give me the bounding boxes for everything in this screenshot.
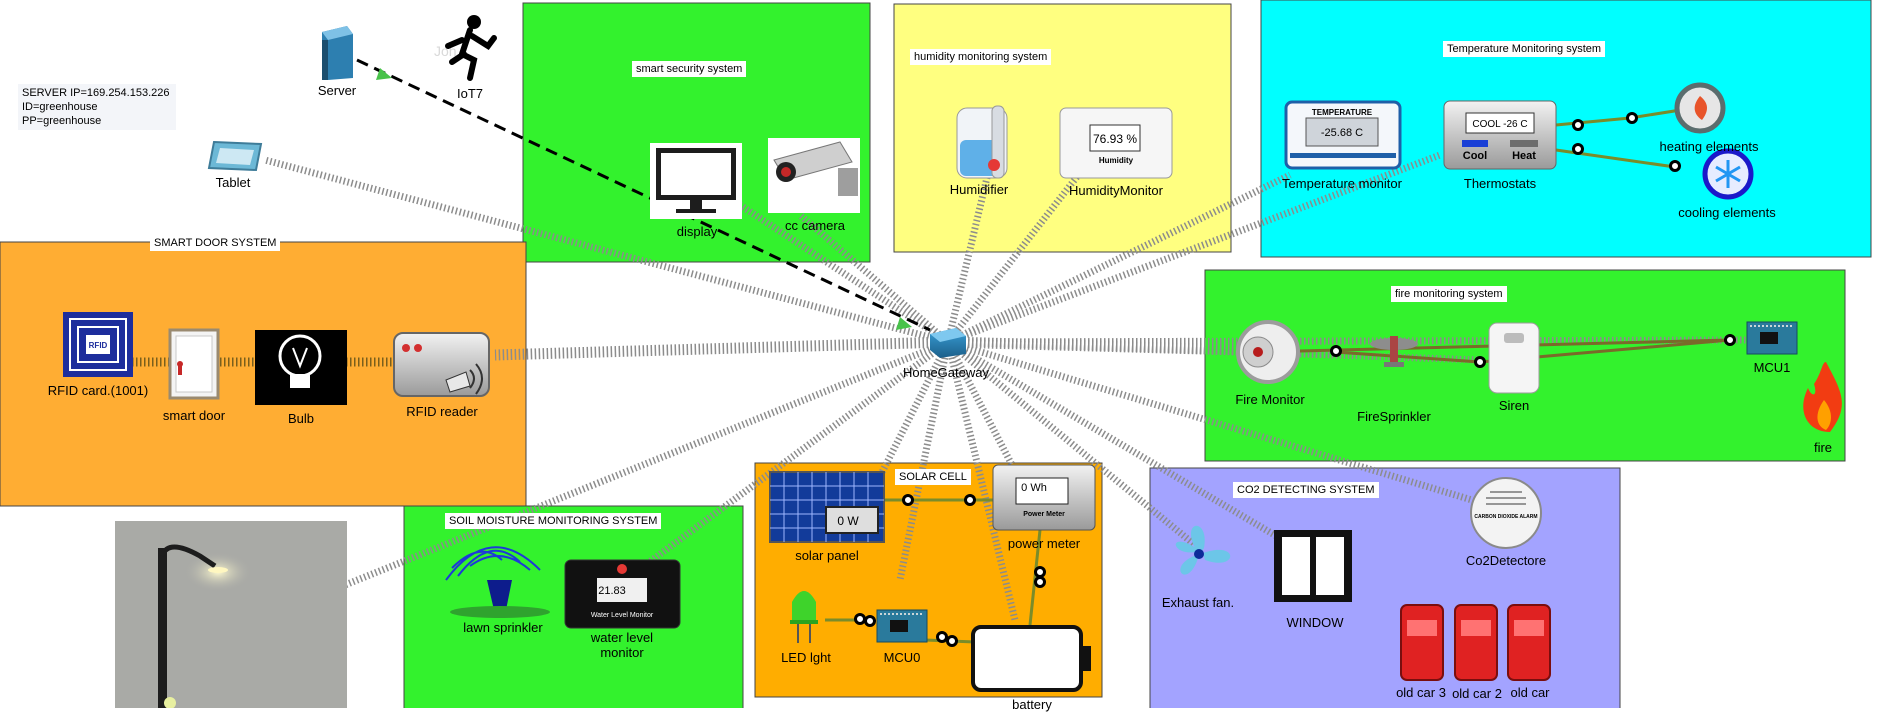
note-line-pp: PP=greenhouse bbox=[22, 115, 102, 127]
iot7-label: IoT7 bbox=[456, 86, 484, 101]
svg-text:Heat: Heat bbox=[1512, 150, 1536, 162]
bulb-label: Bulb bbox=[287, 411, 315, 426]
temperature-monitor-icon[interactable]: TEMPERATURE -25.68 C bbox=[1284, 100, 1402, 170]
rfid-card-label: RFID card.(1001) bbox=[47, 383, 149, 398]
co2-zone-label: CO2 DETECTING SYSTEM bbox=[1233, 482, 1379, 498]
solar-panel-icon[interactable]: 0 W bbox=[769, 471, 885, 543]
bulb-icon[interactable] bbox=[255, 330, 347, 405]
exhaust-fan-icon[interactable] bbox=[1175, 525, 1231, 575]
fire-label: fire bbox=[1813, 440, 1833, 455]
wireless-links bbox=[264, 151, 1761, 621]
cc-camera-label: cc camera bbox=[785, 218, 845, 233]
door-zone-label: SMART DOOR SYSTEM bbox=[150, 235, 281, 251]
iot7-icon[interactable]: Joh bbox=[424, 10, 500, 81]
mcu1-icon[interactable] bbox=[1746, 321, 1798, 355]
tablet-label: Tablet bbox=[215, 175, 251, 190]
rfid-reader-label: RFID reader bbox=[406, 404, 478, 419]
water-level-monitor-icon[interactable]: 21.83 Water Level Monitor bbox=[564, 559, 681, 629]
exhaust-fan-label: Exhaust fan. bbox=[1161, 595, 1235, 610]
fire-sprinkler-label: FireSprinkler bbox=[1357, 409, 1431, 424]
street-lamp-image[interactable] bbox=[115, 521, 347, 708]
power-meter-label: power meter bbox=[1007, 536, 1081, 551]
svg-text:TEMPERATURE: TEMPERATURE bbox=[1312, 108, 1373, 117]
lawn-sprinkler-icon[interactable] bbox=[445, 546, 550, 618]
svg-text:Water Level Monitor: Water Level Monitor bbox=[591, 612, 654, 619]
fire-zone-label: fire monitoring system bbox=[1391, 286, 1507, 302]
old-car-icon[interactable] bbox=[1507, 604, 1551, 681]
note-line-id: ID=greenhouse bbox=[22, 101, 98, 113]
window-icon[interactable] bbox=[1274, 530, 1352, 602]
lawn-sprinkler-label: lawn sprinkler bbox=[463, 620, 543, 635]
power-meter-icon[interactable]: 0 Wh Power Meter bbox=[992, 464, 1096, 531]
fire-sprinkler-icon[interactable] bbox=[1370, 336, 1418, 367]
led-icon[interactable] bbox=[790, 591, 818, 643]
display-label: display bbox=[676, 224, 718, 239]
led-label: LED lght bbox=[781, 650, 831, 665]
svg-text:Power Meter: Power Meter bbox=[1023, 511, 1065, 518]
co2-detector-label: Co2Detectore bbox=[1465, 553, 1547, 568]
heating-element-icon[interactable] bbox=[1674, 82, 1726, 134]
home-gateway-icon[interactable] bbox=[930, 328, 966, 358]
siren-icon[interactable] bbox=[1488, 322, 1540, 394]
old-car-2-icon[interactable] bbox=[1454, 604, 1498, 681]
humidifier-icon[interactable] bbox=[956, 105, 1008, 179]
humidity-monitor-label: HumidityMonitor bbox=[1069, 183, 1163, 198]
display-icon[interactable] bbox=[650, 143, 742, 219]
thermostats-label: Thermostats bbox=[1463, 176, 1537, 191]
svg-text:Cool: Cool bbox=[1463, 150, 1487, 162]
temperature-monitor-label: Temperature monitor bbox=[1282, 176, 1402, 191]
server-config-note: SERVER IP=169.254.153.226 ID=greenhouse … bbox=[18, 84, 176, 130]
water-level-monitor-label: water level monitor bbox=[590, 630, 654, 660]
window-label: WINDOW bbox=[1286, 615, 1344, 630]
fire-monitor-label: Fire Monitor bbox=[1235, 392, 1305, 407]
server-label: Server bbox=[317, 83, 357, 98]
humidity-monitor-icon[interactable]: 76.93 % Humidity bbox=[1059, 107, 1173, 179]
note-line-ip: SERVER IP=169.254.153.226 bbox=[22, 87, 170, 99]
svg-text:CARBON DIOXIDE ALARM: CARBON DIOXIDE ALARM bbox=[1474, 514, 1537, 520]
security-zone-label: smart security system bbox=[632, 61, 747, 77]
smart-door-icon[interactable] bbox=[168, 328, 220, 400]
battery-label: battery bbox=[1012, 697, 1052, 712]
humidity-zone-label: humidity monitoring system bbox=[910, 49, 1052, 65]
svg-text:0 W: 0 W bbox=[837, 514, 859, 528]
battery-icon[interactable] bbox=[971, 625, 1091, 692]
soil-zone-label: SOIL MOISTURE MONITORING SYSTEM bbox=[445, 513, 662, 529]
fire-monitor-icon[interactable] bbox=[1236, 320, 1300, 384]
smart-door-label: smart door bbox=[162, 408, 226, 423]
rfid-card-icon[interactable]: RFID bbox=[63, 312, 133, 377]
mcu0-icon[interactable] bbox=[876, 609, 928, 643]
server-icon[interactable] bbox=[322, 26, 353, 80]
old-car-2-label: old car 2 bbox=[1452, 686, 1502, 701]
solar-panel-label: solar panel bbox=[795, 548, 859, 563]
cooling-element-icon[interactable] bbox=[1702, 148, 1754, 200]
temperature-zone-label: Temperature Monitoring system bbox=[1443, 41, 1606, 57]
fire-icon[interactable] bbox=[1803, 362, 1842, 432]
cc-camera-icon[interactable] bbox=[768, 138, 860, 213]
old-car-3-label: old car 3 bbox=[1396, 685, 1446, 700]
mcu0-label: MCU0 bbox=[883, 650, 921, 665]
old-car-label: old car bbox=[1510, 685, 1550, 700]
svg-text:COOL -26 C: COOL -26 C bbox=[1472, 119, 1527, 130]
old-car-3-icon[interactable] bbox=[1400, 604, 1444, 681]
tablet-icon[interactable] bbox=[207, 140, 263, 172]
server-link bbox=[356, 58, 931, 332]
co2-detector-icon[interactable]: CARBON DIOXIDE ALARM bbox=[1470, 477, 1542, 549]
rfid-reader-icon[interactable] bbox=[393, 332, 490, 397]
siren-label: Siren bbox=[1498, 398, 1530, 413]
thermostat-icon[interactable]: COOL -26 C Cool Heat bbox=[1443, 100, 1557, 170]
humidifier-label: Humidifier bbox=[949, 182, 1009, 197]
solar-zone-label: SOLAR CELL bbox=[895, 469, 971, 485]
svg-text:-25.68 C: -25.68 C bbox=[1321, 127, 1363, 139]
mcu1-label: MCU1 bbox=[1753, 360, 1791, 375]
home-gateway-label: HomeGateway bbox=[903, 365, 989, 380]
svg-text:21.83: 21.83 bbox=[598, 585, 626, 597]
svg-text:0 Wh: 0 Wh bbox=[1021, 482, 1047, 494]
svg-text:Humidity: Humidity bbox=[1099, 156, 1134, 165]
heating-elements-label: heating elements bbox=[1659, 139, 1759, 154]
cooling-elements-label: cooling elements bbox=[1678, 205, 1776, 220]
svg-text:76.93 %: 76.93 % bbox=[1093, 132, 1137, 146]
svg-text:RFID: RFID bbox=[89, 341, 108, 350]
